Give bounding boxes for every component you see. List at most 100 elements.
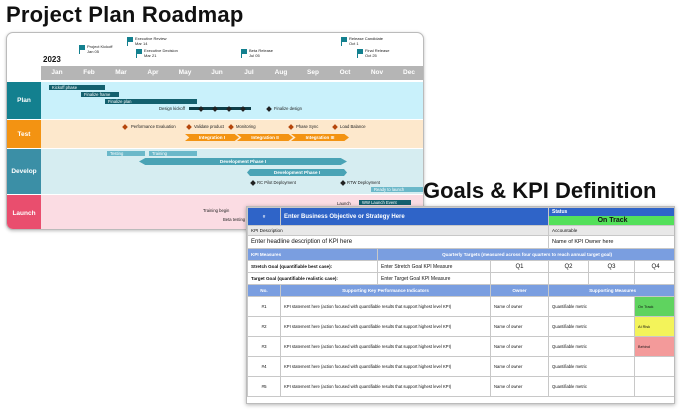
status-value[interactable]: On Track [549,216,674,225]
bar-ready-to-launch: Ready to launch [371,187,423,192]
month-nov: Nov [370,69,384,76]
month-jul: Jul [244,69,254,76]
metric-cell[interactable]: Quantifiable metric [548,336,636,357]
text-rtw-deployment: RTW Deployment [347,180,380,185]
bar-development-phase-1: Development Phase I [139,158,347,165]
text-performance-evaluation: Performance Evaluation [131,124,176,129]
month-oct: Oct [339,69,351,76]
kpi-table: # Enter Business Objective or Strategy H… [247,207,674,397]
month-sep: Sep [307,69,319,76]
business-objective[interactable]: Enter Business Objective or Strategy Her… [279,207,550,226]
target-q2[interactable] [548,272,590,285]
row-number: #5 [247,376,281,397]
text-load-balance: Load Balance [340,124,366,129]
text-design-kickoff: Design kickoff [159,106,185,111]
month-feb: Feb [83,69,95,76]
col-header-owner: Owner [489,284,550,297]
quarter-q2: Q2 [548,260,590,273]
kpi-statement[interactable]: KPI statement here (action focused with … [280,316,491,337]
diamond-marker [228,124,234,130]
lane-label-develop: Develop [7,149,41,194]
table-row: #3 KPI statement here (action focused wi… [247,336,674,357]
hash-cell: # [247,207,281,226]
table-row: #2 KPI statement here (action focused wi… [247,316,674,337]
diamond-marker [186,124,192,130]
row-number: #1 [247,296,281,317]
bar-development-phase-1b: Development Phase I [247,169,347,176]
month-aug: Aug [274,69,288,76]
target-q4[interactable] [634,272,674,285]
diamond-marker [250,180,256,186]
quarter-q1: Q1 [489,260,550,273]
target-q1[interactable] [489,272,550,285]
kpi-headline-input[interactable]: Enter headline description of KPI here [247,235,550,249]
table-row: #1 KPI statement here (action focused wi… [247,296,674,317]
kpi-statement[interactable]: KPI statement here (action focused with … [280,356,491,377]
month-may: May [178,69,192,76]
status-badge [634,356,674,377]
col-header-measures: Supporting Measures [548,284,674,297]
quarter-q3: Q3 [588,260,636,273]
text-monitoring: Monitoring [236,124,256,129]
owner-cell[interactable]: Name of owner [489,316,550,337]
accountable-label: Accountable [548,225,674,236]
stretch-goal-label: Stretch Goal (quantifiable best case): [247,260,378,273]
row-number: #2 [247,316,281,337]
text-rc-pilot-deployment: RC Pilot Deployment [257,180,296,185]
metric-cell[interactable]: Quantifiable metric [548,356,636,377]
kpi-statement[interactable]: KPI statement here (action focused with … [280,376,491,397]
status-badge: Behind [634,336,674,357]
bar-ww-launch-event: WW Launch Event [359,200,411,205]
year-label: 2023 [43,55,61,64]
stretch-goal-input[interactable]: Enter Stretch Goal KPI Measure [377,260,491,273]
kpi-measures-label: KPI Measures [247,248,378,261]
quarter-q4: Q4 [634,260,674,273]
metric-cell[interactable]: Quantifiable metric [548,316,636,337]
kpi-statement[interactable]: KPI statement here (action focused with … [280,296,491,317]
month-mar: Mar [115,69,127,76]
diamond-marker [340,180,346,186]
text-validate-product: Validate product [194,124,224,129]
month-jan: Jan [51,69,63,76]
status-label: Status [552,209,568,215]
owner-cell[interactable]: Name of owner [489,296,550,317]
target-q3[interactable] [588,272,636,285]
kpi-owner-input[interactable]: Name of KPI Owner here [548,235,674,249]
col-header-no: No. [247,284,281,297]
row-number: #3 [247,336,281,357]
owner-cell[interactable]: Name of owner [489,376,550,397]
bar-finalize-plan: Finalize plan [105,99,197,104]
diamond-marker [266,105,272,112]
text-training-begin: Training begin [203,208,230,213]
month-header: Jan Feb Mar Apr May Jun Jul Aug Sep Oct … [41,66,423,80]
bar-kickoff-phase: Kickoff phase [49,85,105,90]
diamond-marker [332,124,338,130]
chevron-integration-2: Integration II [237,134,293,141]
lane-label-test: Test [7,120,41,148]
owner-cell[interactable]: Name of owner [489,336,550,357]
month-jun: Jun [211,69,223,76]
owner-cell[interactable]: Name of owner [489,356,550,377]
lane-label-launch: Launch [7,195,41,229]
status-badge: On Track [634,296,674,317]
kpi-template: # Enter Business Objective or Strategy H… [246,206,675,404]
target-goal-input[interactable]: Enter Target Goal KPI Measure [377,272,491,285]
text-launch: Launch [337,201,351,206]
bar-design-span [189,107,251,110]
metric-cell[interactable]: Quantifiable metric [548,376,636,397]
lane-test: Test Performance Evaluation Validate pro… [7,120,423,148]
row-number: #4 [247,356,281,377]
bar-testing: Testing [107,151,145,156]
status-badge [634,376,674,397]
lane-plan: Plan Kickoff phase Finalize frame Finali… [7,82,423,119]
col-header-indicators: Supporting Key Performance Indicators [280,284,491,297]
table-row: #5 KPI statement here (action focused wi… [247,376,674,397]
metric-cell[interactable]: Quantifiable metric [548,296,636,317]
kpi-statement[interactable]: KPI statement here (action focused with … [280,336,491,357]
